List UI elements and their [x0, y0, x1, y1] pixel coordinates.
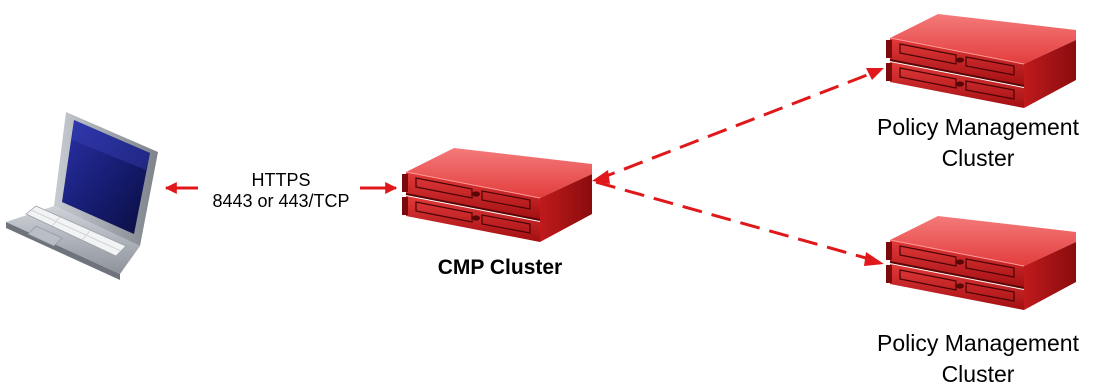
- dashed-link-lower: [595, 180, 881, 264]
- arrowhead-upper-cmp: [592, 170, 610, 184]
- policy-cluster-label-2: Policy Management Cluster: [877, 330, 1079, 387]
- protocol-name: HTTPS: [251, 170, 311, 190]
- laptop-icon: [6, 112, 158, 280]
- arrowhead-upper-policy: [866, 68, 884, 80]
- arrowhead-lower-policy: [864, 252, 884, 266]
- protocol-label: HTTPS 8443 or 443/TCP: [196, 170, 366, 212]
- policy-server-icon-1: [885, 13, 1077, 109]
- policy-cluster-label-1: Policy Management Cluster: [877, 114, 1079, 171]
- policy-server-icon-2: [885, 215, 1077, 311]
- cmp-cluster-label: CMP Cluster: [437, 256, 563, 279]
- policy-links: [592, 68, 884, 266]
- dashed-link-upper: [595, 68, 881, 182]
- protocol-ports: 8443 or 443/TCP: [212, 191, 350, 211]
- cmp-server-icon: [401, 147, 593, 243]
